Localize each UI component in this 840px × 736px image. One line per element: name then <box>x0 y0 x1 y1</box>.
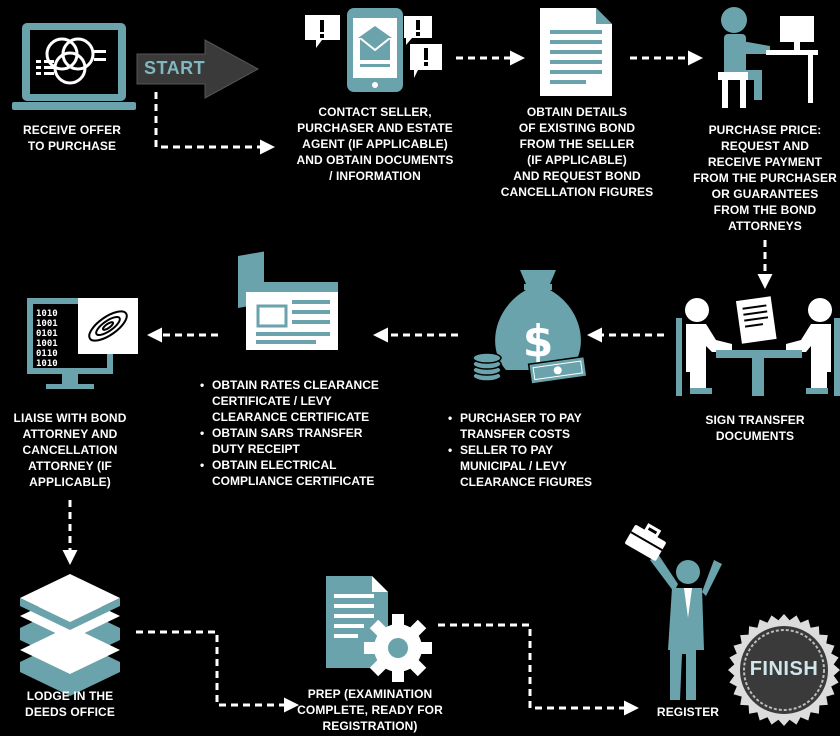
binary-row: 1001 <box>36 339 58 349</box>
layers-stack-icon <box>20 574 120 696</box>
connector-start-to-contact <box>154 92 275 155</box>
document-gear-icon <box>326 576 432 682</box>
svg-text:$: $ <box>523 316 554 367</box>
clearance-list-item: OBTAIN SARS TRANSFER DUTY RECEIPT <box>200 425 379 457</box>
computer-binary-data-icon: 1010 1001 0101 1001 0110 1010 <box>27 298 138 389</box>
register-label: REGISTER <box>656 705 720 719</box>
person-at-computer-icon <box>718 7 818 108</box>
smartphone-mail-alert-icon <box>305 8 442 92</box>
money-bag-icon: $ <box>472 270 588 385</box>
sign-transfer-label: SIGN TRANSFER DOCUMENTS <box>705 413 805 443</box>
binary-row: 1010 <box>36 309 58 319</box>
contact-seller-label: CONTACT SELLER, PURCHASER AND ESTATE AGE… <box>296 105 454 183</box>
obtain-details-label: OBTAIN DETAILS OF EXISTING BOND FROM THE… <box>500 105 654 199</box>
costs-list-item: PURCHASER TO PAY TRANSFER COSTS <box>448 410 592 442</box>
connector-lodge-to-prep <box>136 630 299 713</box>
binary-row: 1001 <box>36 319 58 329</box>
gear <box>364 614 432 682</box>
binary-row: 0110 <box>36 349 58 359</box>
prep-label: PREP (EXAMINATION COMPLETE, READY FOR RE… <box>297 687 443 733</box>
liaise-label: LIAISE WITH BOND ATTORNEY AND CANCELLATI… <box>13 411 127 489</box>
finish-label: FINISH <box>749 658 819 680</box>
certificate-icon <box>238 251 338 350</box>
purchase-price-label: PURCHASE PRICE: REQUEST AND RECEIVE PAYM… <box>693 123 837 233</box>
binary-row: 1010 <box>36 359 58 369</box>
meeting-sign-document-icon <box>676 295 840 396</box>
clearance-list-item: OBTAIN ELECTRICAL COMPLIANCE CERTIFICATE <box>200 457 379 489</box>
receive-offer-label: RECEIVE OFFER TO PURCHASE <box>23 123 121 153</box>
costs-list-item: SELLER TO PAY MUNICIPAL / LEVY CLEARANCE… <box>448 442 592 490</box>
start-label: START <box>144 58 206 78</box>
celebrating-businessman-icon <box>625 523 722 700</box>
clearance-list-item: OBTAIN RATES CLEARANCE CERTIFICATE / LEV… <box>200 377 379 425</box>
binary-row: 0101 <box>36 329 58 339</box>
connectors <box>62 50 773 716</box>
document-icon <box>540 8 612 96</box>
start-arrow <box>136 39 260 99</box>
laptop-venn-icon <box>12 23 136 110</box>
svg-text:1010 1001 0101: 1010 1001 0101 1001 0110 1010 <box>36 309 63 369</box>
finish-seal-icon <box>728 614 840 726</box>
connector-prep-to-register <box>438 623 639 716</box>
lodge-label: LODGE IN THE DEEDS OFFICE <box>25 689 115 719</box>
clearance-list: OBTAIN RATES CLEARANCE CERTIFICATE / LEV… <box>200 377 379 489</box>
costs-list: PURCHASER TO PAY TRANSFER COSTS SELLER T… <box>448 410 592 490</box>
